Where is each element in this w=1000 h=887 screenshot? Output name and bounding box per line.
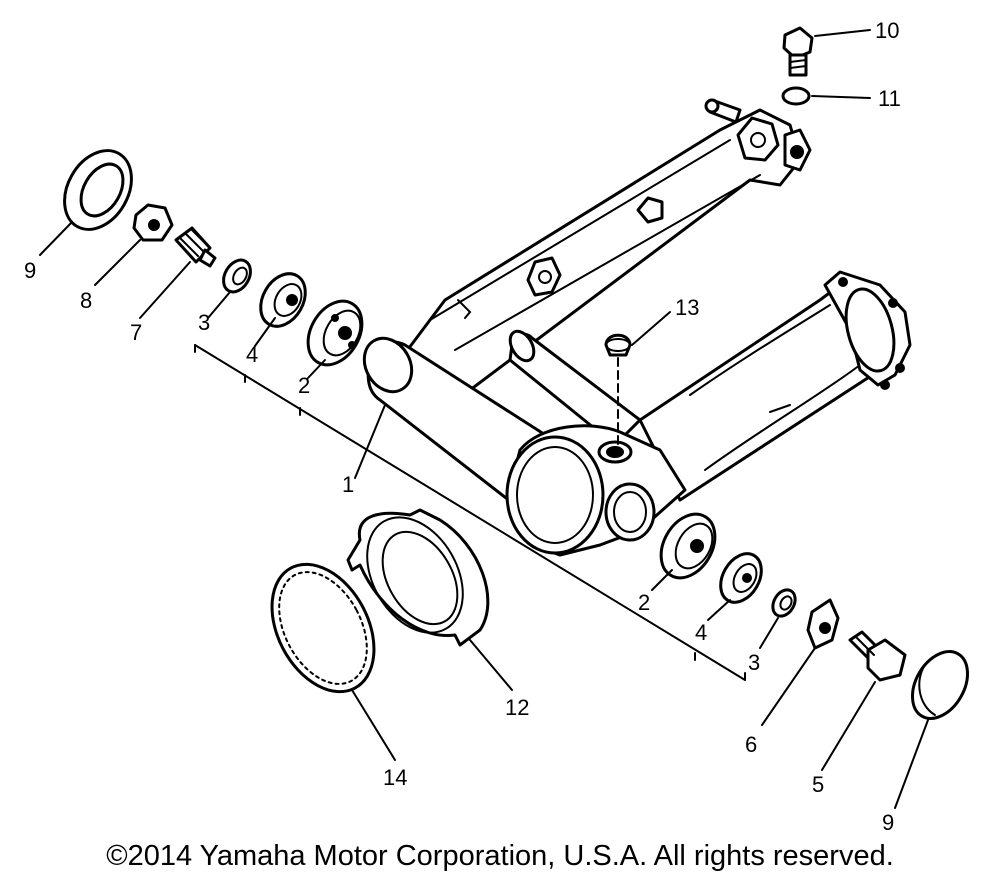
copyright-notice: ©2014 Yamaha Motor Corporation, U.S.A. A… [106, 840, 894, 872]
callout-labels: 10 11 13 9 8 7 3 4 2 1 2 4 3 6 5 9 12 14 [24, 18, 901, 835]
lock-washer-part-6 [806, 598, 840, 650]
adjusting-bolt-part-5 [848, 630, 907, 682]
spacer-part-3-left [222, 258, 252, 294]
spacer-part-3-right [771, 588, 797, 618]
callout-9-right: 9 [882, 810, 894, 835]
seal-part-4-left [259, 272, 307, 328]
cover-part-12 [346, 508, 490, 647]
gasket-part-14 [270, 562, 376, 694]
nut-part-8 [132, 203, 174, 242]
callout-1: 1 [342, 472, 354, 497]
callout-4-right: 4 [695, 620, 707, 645]
bolt-part-10 [782, 26, 814, 77]
callout-12: 12 [505, 695, 529, 720]
adjusting-bolt-part-7 [174, 226, 217, 268]
callout-14: 14 [383, 765, 407, 790]
rear-swing-arm [362, 98, 912, 557]
oil-seal-part-9-right [911, 650, 969, 720]
bearing-part-2-left [306, 299, 364, 367]
callout-2-left: 2 [298, 373, 310, 398]
plug-part-13 [604, 333, 632, 357]
callout-5: 5 [812, 772, 824, 797]
callout-3-right: 3 [748, 650, 760, 675]
callout-2-right: 2 [638, 590, 650, 615]
oil-seal-part-9-left [63, 149, 133, 231]
callout-8: 8 [80, 288, 92, 313]
bearing-part-2-right [659, 512, 717, 580]
seal-part-4-right [719, 552, 763, 604]
callout-4-left: 4 [246, 342, 258, 367]
callout-10: 10 [875, 18, 899, 43]
assembly-line-main [194, 344, 746, 681]
washer-part-11 [781, 86, 811, 106]
callout-13: 13 [675, 295, 699, 320]
callout-6: 6 [745, 732, 757, 757]
callout-7: 7 [130, 320, 142, 345]
leader-lines [39, 29, 929, 809]
callout-9-left: 9 [24, 258, 36, 283]
callout-11: 11 [878, 86, 901, 111]
callout-3-left: 3 [198, 310, 210, 335]
